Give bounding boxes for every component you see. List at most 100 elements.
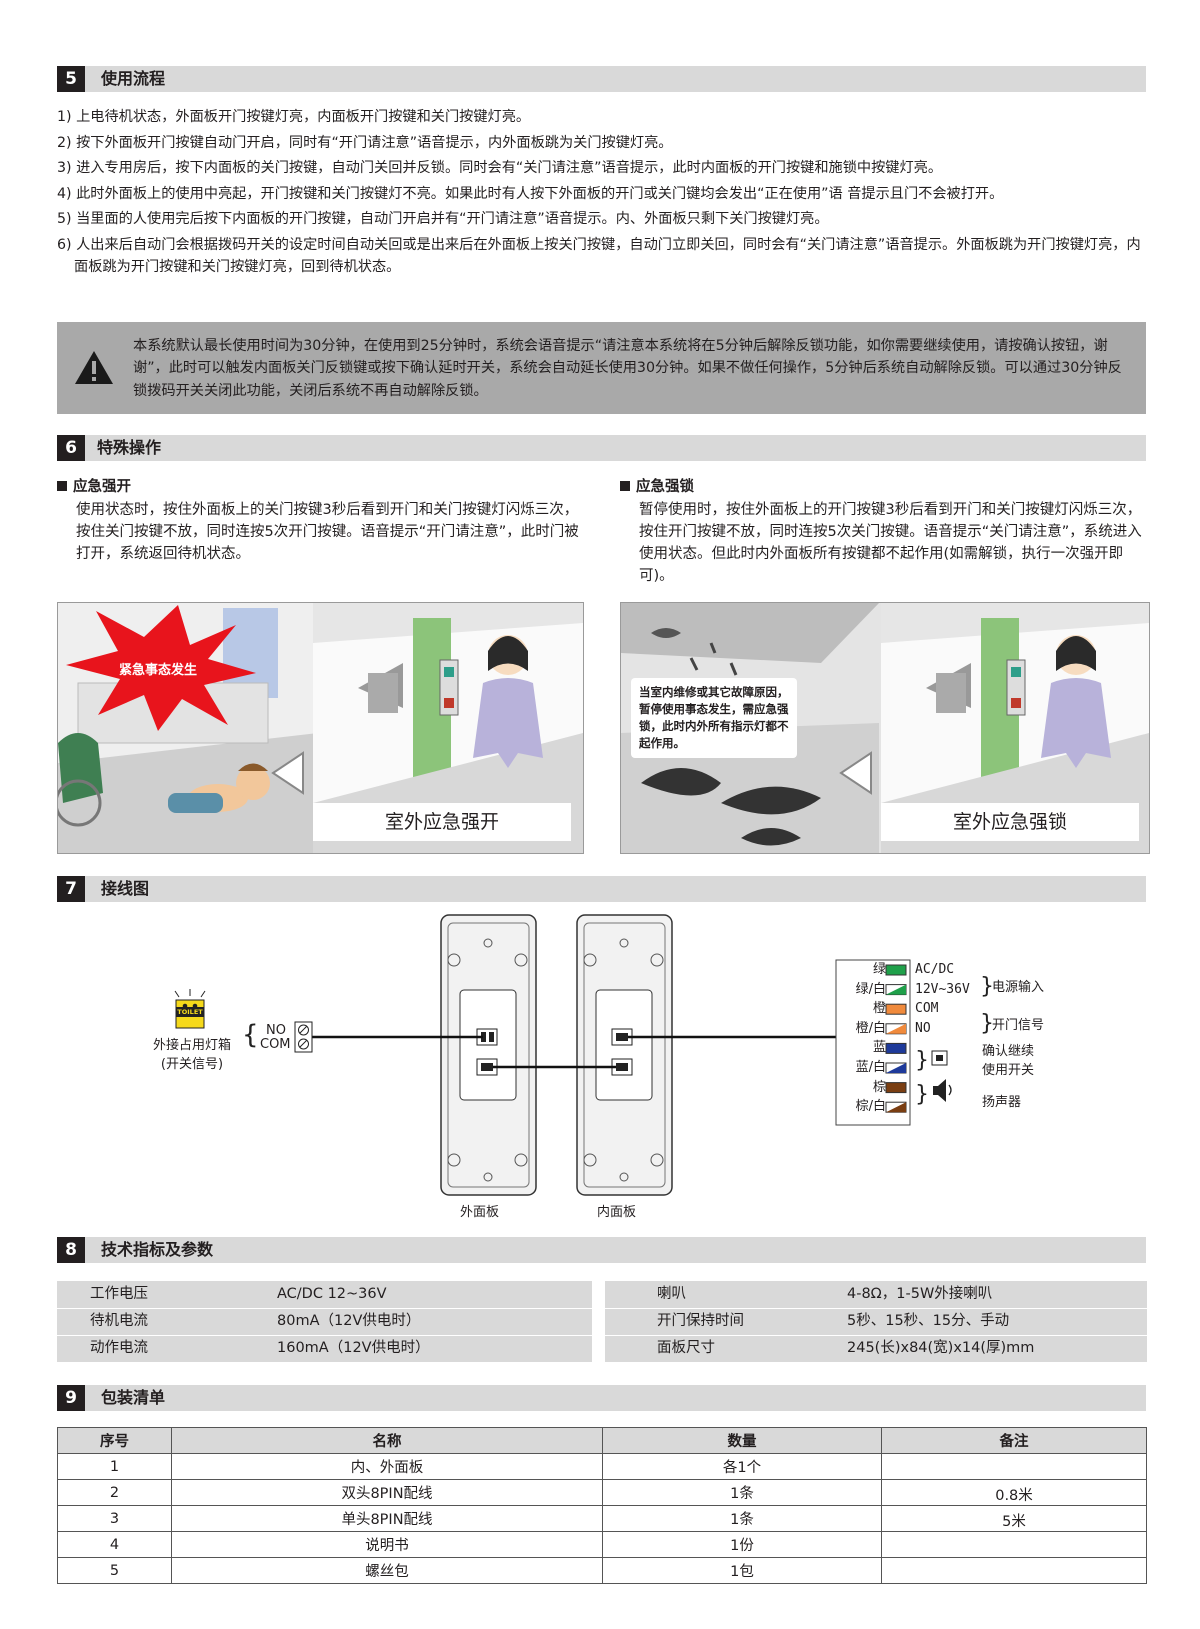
emergency-lock-text: 暂停使用时，按住外面板上的开门按键3秒后看到开门和关门按键灯闪烁三次，按住开门按… — [639, 502, 1142, 584]
spec-divider — [57, 1335, 592, 1336]
spec-key: 动作电流 — [90, 1340, 148, 1356]
cell-name: 内、外面板 — [171, 1453, 603, 1480]
table-row: 4 说明书 1份 — [57, 1531, 1147, 1558]
inner-panel-label: 内面板 — [597, 1205, 637, 1220]
section-header-5: 5 使用流程 — [57, 66, 1146, 92]
spec-value: 5秒、15秒、15分、手动 — [847, 1313, 1010, 1329]
cell-qty: 1条 — [602, 1479, 882, 1506]
group-confirm-line1: 确认继续 — [982, 1044, 1035, 1059]
table-header-row: 序号 名称 数量 备注 — [57, 1427, 1147, 1454]
section-number: 5 — [57, 66, 85, 92]
spec-divider — [605, 1308, 1147, 1309]
bullet-square — [620, 481, 630, 491]
burst-text: 紧急事态发生 — [118, 663, 197, 678]
cell-index: 2 — [57, 1479, 172, 1506]
spec-key: 喇叭 — [657, 1286, 686, 1302]
notice-bubble: 当室内维修或其它故障原因，暂停使用事态发生，需应急强锁，此时内外所有指示灯都不起… — [631, 678, 797, 758]
svg-text:}: } — [915, 1082, 929, 1107]
term-com: COM — [915, 1001, 939, 1017]
section-header-7: 7 接线图 — [57, 876, 1146, 902]
column-header: 数量 — [602, 1427, 882, 1454]
wire-color-labels: 绿 绿/白 橙 橙/白 蓝 蓝/白 棕 棕/白 — [836, 960, 886, 1117]
wire-label: 橙 — [872, 1001, 886, 1017]
spec-key: 待机电流 — [90, 1313, 148, 1329]
cell-qty: 各1个 — [602, 1453, 882, 1480]
section-number: 8 — [57, 1237, 85, 1263]
emergency-open-illustration: 紧急事态发生 室外应急强开 — [57, 602, 584, 854]
wire-label: 棕/白 — [855, 1099, 886, 1115]
cell-qty: 1条 — [602, 1505, 882, 1532]
section-title: 技术指标及参数 — [101, 1240, 214, 1259]
wire-swatch-stripe — [886, 1023, 906, 1034]
external-lightbox-label: 外接占用灯箱 (开关信号) — [146, 1036, 238, 1074]
terminal-labels: NO COM — [260, 1024, 291, 1052]
section-number: 6 — [57, 435, 85, 461]
cell-note — [881, 1557, 1147, 1584]
term-acdc: AC/DC — [915, 962, 955, 977]
term-voltage: 12V~36V — [915, 981, 970, 997]
section-header-9: 9 包装清单 — [57, 1385, 1146, 1411]
wire-swatch — [885, 1082, 907, 1094]
wire-label: 蓝/白 — [855, 1059, 886, 1075]
wire-label: 橙/白 — [855, 1020, 886, 1036]
external-label-line2: (开关信号) — [160, 1057, 224, 1072]
wire-swatch — [885, 1003, 907, 1015]
bullet-square — [57, 481, 67, 491]
section-title: 接线图 — [101, 879, 150, 898]
spec-table-left: 工作电压 AC/DC 12~36V 待机电流 80mA（12V供电时） 动作电流… — [57, 1281, 592, 1362]
column-header: 名称 — [171, 1427, 603, 1454]
terminal-no-label: NO — [266, 1023, 286, 1038]
spec-divider — [605, 1335, 1147, 1336]
spec-value: 245(长)x84(宽)x14(厚)mm — [847, 1340, 1035, 1356]
external-label-line1: 外接占用灯箱 — [152, 1038, 231, 1053]
emergency-open-text: 使用状态时，按住外面板上的关门按键3秒后看到开门和关门按键灯闪烁三次，按住关门按… — [76, 502, 579, 562]
caption-box: 室外应急强开 — [313, 803, 571, 841]
warning-note: 本系统默认最长使用时间为30分钟，在使用到25分钟时，系统会语音提示“请注意本系… — [57, 322, 1146, 414]
group-door-label: 开门信号 — [992, 1018, 1045, 1033]
speaker-icon — [933, 1079, 952, 1102]
emergency-open-title: 应急强开 — [73, 479, 131, 495]
step-3: 3) 进入专用房后，按下内面板的关门按键，自动门关回并反锁。同时会有“关门请注意… — [57, 160, 943, 176]
spec-key: 面板尺寸 — [657, 1340, 715, 1356]
toilet-label: TOILET — [176, 1007, 204, 1017]
spec-value: 80mA（12V供电时） — [277, 1313, 421, 1329]
wiring-diagram: } } } } { — [174, 914, 994, 1196]
svg-text:{: { — [242, 1020, 259, 1050]
cell-note: 0.8米 — [881, 1479, 1147, 1506]
emergency-lock-block: 应急强锁 暂停使用时，按住外面板上的开门按键3秒后看到开门和关门按键灯闪烁三次，… — [620, 475, 1148, 587]
section-header-8: 8 技术指标及参数 — [57, 1237, 1146, 1263]
spec-value: AC/DC 12~36V — [277, 1286, 387, 1302]
section-header-6: 6 特殊操作 — [57, 435, 1146, 461]
wire-swatch-stripe — [886, 1063, 906, 1073]
outer-panel-label: 外面板 — [460, 1205, 500, 1220]
cell-note: 5米 — [881, 1505, 1147, 1532]
terminal-function-labels: AC/DC 12V~36V COM NO — [915, 960, 970, 1038]
packing-list-table: 序号 名称 数量 备注 1 内、外面板 各1个 2 双头8PIN配线 1条 0.… — [57, 1427, 1147, 1584]
step-1: 1) 上电待机状态，外面板开门按键灯亮，内面板开门按键和关门按键灯亮。 — [57, 109, 531, 125]
spec-table-right: 喇叭 4-8Ω，1-5W外接喇叭 开门保持时间 5秒、15秒、15分、手动 面板… — [605, 1281, 1147, 1362]
cell-name: 单头8PIN配线 — [171, 1505, 603, 1532]
svg-text:}: } — [915, 1048, 929, 1073]
wire-label: 棕 — [872, 1079, 886, 1095]
spec-key: 工作电压 — [90, 1286, 148, 1302]
cell-name: 双头8PIN配线 — [171, 1479, 603, 1506]
step-4: 4) 此时外面板上的使用中亮起，开门按键和关门按键灯不亮。如果此时有人按下外面板… — [57, 185, 1004, 202]
cell-index: 3 — [57, 1505, 172, 1532]
group-confirm-label: 确认继续 使用开关 — [982, 1042, 1034, 1080]
group-confirm-line2: 使用开关 — [982, 1063, 1035, 1078]
group-power-label: 电源输入 — [992, 980, 1045, 995]
group-speaker-label: 扬声器 — [982, 1095, 1022, 1110]
section-title: 包装清单 — [101, 1388, 166, 1407]
emergency-lock-title: 应急强锁 — [636, 479, 694, 495]
emergency-lock-illustration: 当室内维修或其它故障原因，暂停使用事态发生，需应急强锁，此时内外所有指示灯都不起… — [620, 602, 1150, 854]
cell-name: 螺丝包 — [171, 1557, 603, 1584]
spec-divider — [57, 1308, 592, 1309]
cell-name: 说明书 — [171, 1531, 603, 1558]
emergency-open-block: 应急强开 使用状态时，按住外面板上的关门按键3秒后看到开门和关门按键灯闪烁三次，… — [57, 475, 592, 565]
table-row: 2 双头8PIN配线 1条 0.8米 — [57, 1479, 1147, 1506]
spec-value: 4-8Ω，1-5W外接喇叭 — [847, 1286, 993, 1302]
svg-text:}: } — [980, 1011, 994, 1036]
cell-note — [881, 1531, 1147, 1558]
section-number: 7 — [57, 876, 85, 902]
column-header: 序号 — [57, 1427, 172, 1454]
